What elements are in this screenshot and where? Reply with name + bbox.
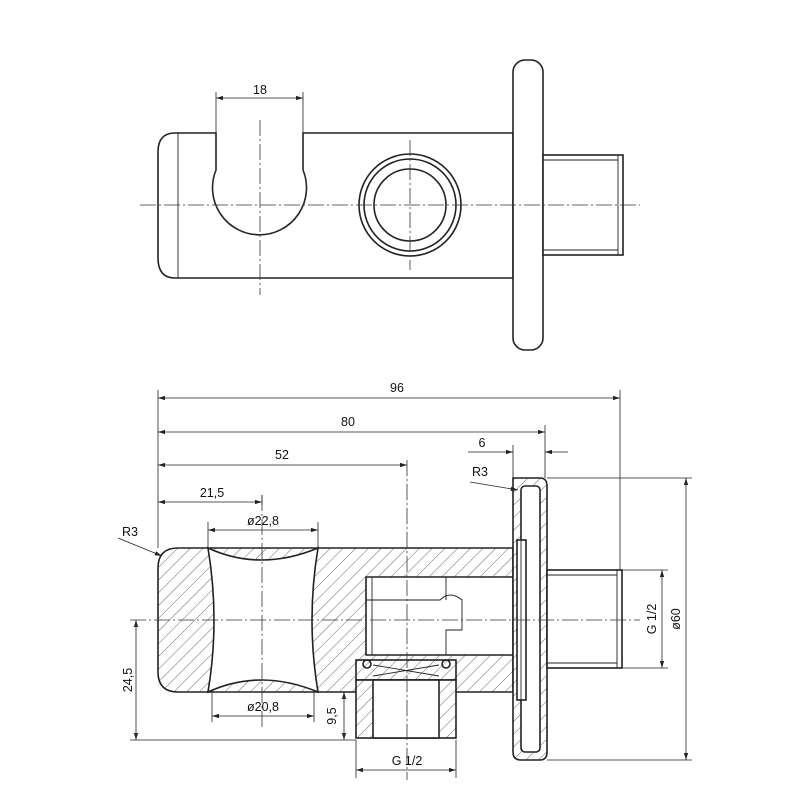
section-outlet-bore <box>372 679 440 739</box>
dim-label-r3-body: R3 <box>122 525 138 539</box>
section-inner-cavity <box>365 576 514 656</box>
leader-r3-flange <box>469 481 519 491</box>
dim-label-6: 6 <box>479 436 486 450</box>
oring-right <box>441 659 451 669</box>
dim-label-52: 52 <box>275 448 289 462</box>
dim-label-9-5: 9,5 <box>325 707 339 724</box>
top-cutout-hidden <box>212 169 307 236</box>
section-inlet-thread <box>546 569 623 669</box>
oring-cross <box>372 664 440 677</box>
top-view: 18 <box>140 59 640 351</box>
dim-label-d60: ø60 <box>669 608 683 630</box>
dim-label-d22-8: ø22,8 <box>247 514 279 528</box>
oring-left <box>362 659 372 669</box>
leader-r3-body <box>117 537 163 557</box>
dim-label-96: 96 <box>390 381 404 395</box>
dim-label-r3-flange: R3 <box>472 465 488 479</box>
dim-label-18: 18 <box>253 83 267 97</box>
dim-label-g12-bottom: G 1/2 <box>392 754 423 768</box>
dim-label-21-5: 21,5 <box>200 486 224 500</box>
dim-label-g12-right: G 1/2 <box>645 604 659 635</box>
section-view: 96 80 6 52 R3 21,5 ø22,8 R3 ø20,8 24,5 <box>117 381 692 780</box>
dim-label-80: 80 <box>341 415 355 429</box>
dim-label-24-5: 24,5 <box>121 668 135 692</box>
top-body-outline <box>157 132 514 279</box>
dim-label-d20-8: ø20,8 <box>247 700 279 714</box>
